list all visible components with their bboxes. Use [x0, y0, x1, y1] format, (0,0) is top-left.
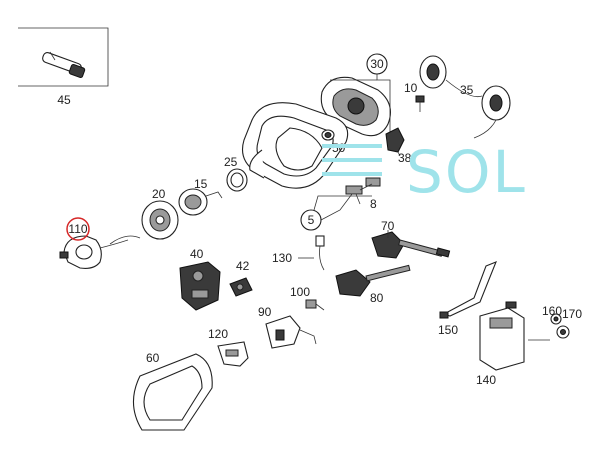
callout-15: 15 [194, 177, 208, 191]
callout-70: 70 [381, 219, 395, 233]
part-50-screw [321, 129, 335, 141]
callout-25: 25 [224, 155, 238, 169]
part-70-combination-switch [371, 230, 451, 259]
callout-30: 30 [370, 57, 384, 71]
callout-40: 40 [190, 247, 204, 261]
callout-100: 100 [290, 285, 310, 299]
callout-110: 110 [68, 222, 87, 236]
part-45-stalk-inset [18, 27, 109, 87]
part-120-bracket [217, 341, 249, 367]
callout-140: 140 [476, 373, 496, 387]
part-110-angle-sensor [59, 235, 141, 269]
part-8-connector [345, 177, 381, 205]
part-40-ignition-lock [179, 261, 221, 311]
part-80-cruise-lever [335, 264, 411, 297]
steering-wheel [241, 102, 349, 189]
sol-watermark: SOL [322, 138, 527, 206]
callout-60: 60 [146, 351, 160, 365]
part-170-nut [556, 325, 570, 339]
callout-10: 10 [404, 81, 418, 95]
callout-45: 45 [57, 93, 71, 107]
part-38-clip [385, 127, 405, 157]
callout-160: 160 [542, 304, 562, 318]
callout-20: 20 [152, 187, 166, 201]
callout-38: 38 [398, 151, 412, 165]
part-100-lever [305, 299, 325, 311]
callout-80: 80 [370, 291, 384, 305]
callout-8: 8 [370, 197, 377, 211]
part-25-ring [226, 168, 248, 192]
callout-42: 42 [236, 259, 250, 273]
callout-130: 130 [272, 251, 292, 265]
callout-150: 150 [438, 323, 458, 337]
watermark-text: SOL [406, 138, 527, 206]
callout-170: 170 [562, 307, 582, 321]
part-60-column-shroud [132, 353, 213, 431]
callout-120: 120 [208, 327, 228, 341]
part-15-clock-spring [178, 188, 223, 216]
callout-90: 90 [258, 305, 272, 319]
part-90-adjust-switch [265, 315, 317, 349]
part-10-screw [415, 95, 425, 112]
part-130-sensor [315, 235, 325, 271]
part-160-nut [550, 313, 562, 325]
part-42-key [229, 277, 253, 297]
callout-5: 5 [308, 213, 315, 227]
part-20-switch-housing [141, 200, 179, 240]
part-35-contact-plate [419, 55, 511, 139]
part-150-cover [439, 261, 497, 319]
part-140-control-unit [479, 301, 525, 371]
callout-35: 35 [460, 83, 474, 97]
callout-110-highlight-circle [66, 217, 90, 241]
